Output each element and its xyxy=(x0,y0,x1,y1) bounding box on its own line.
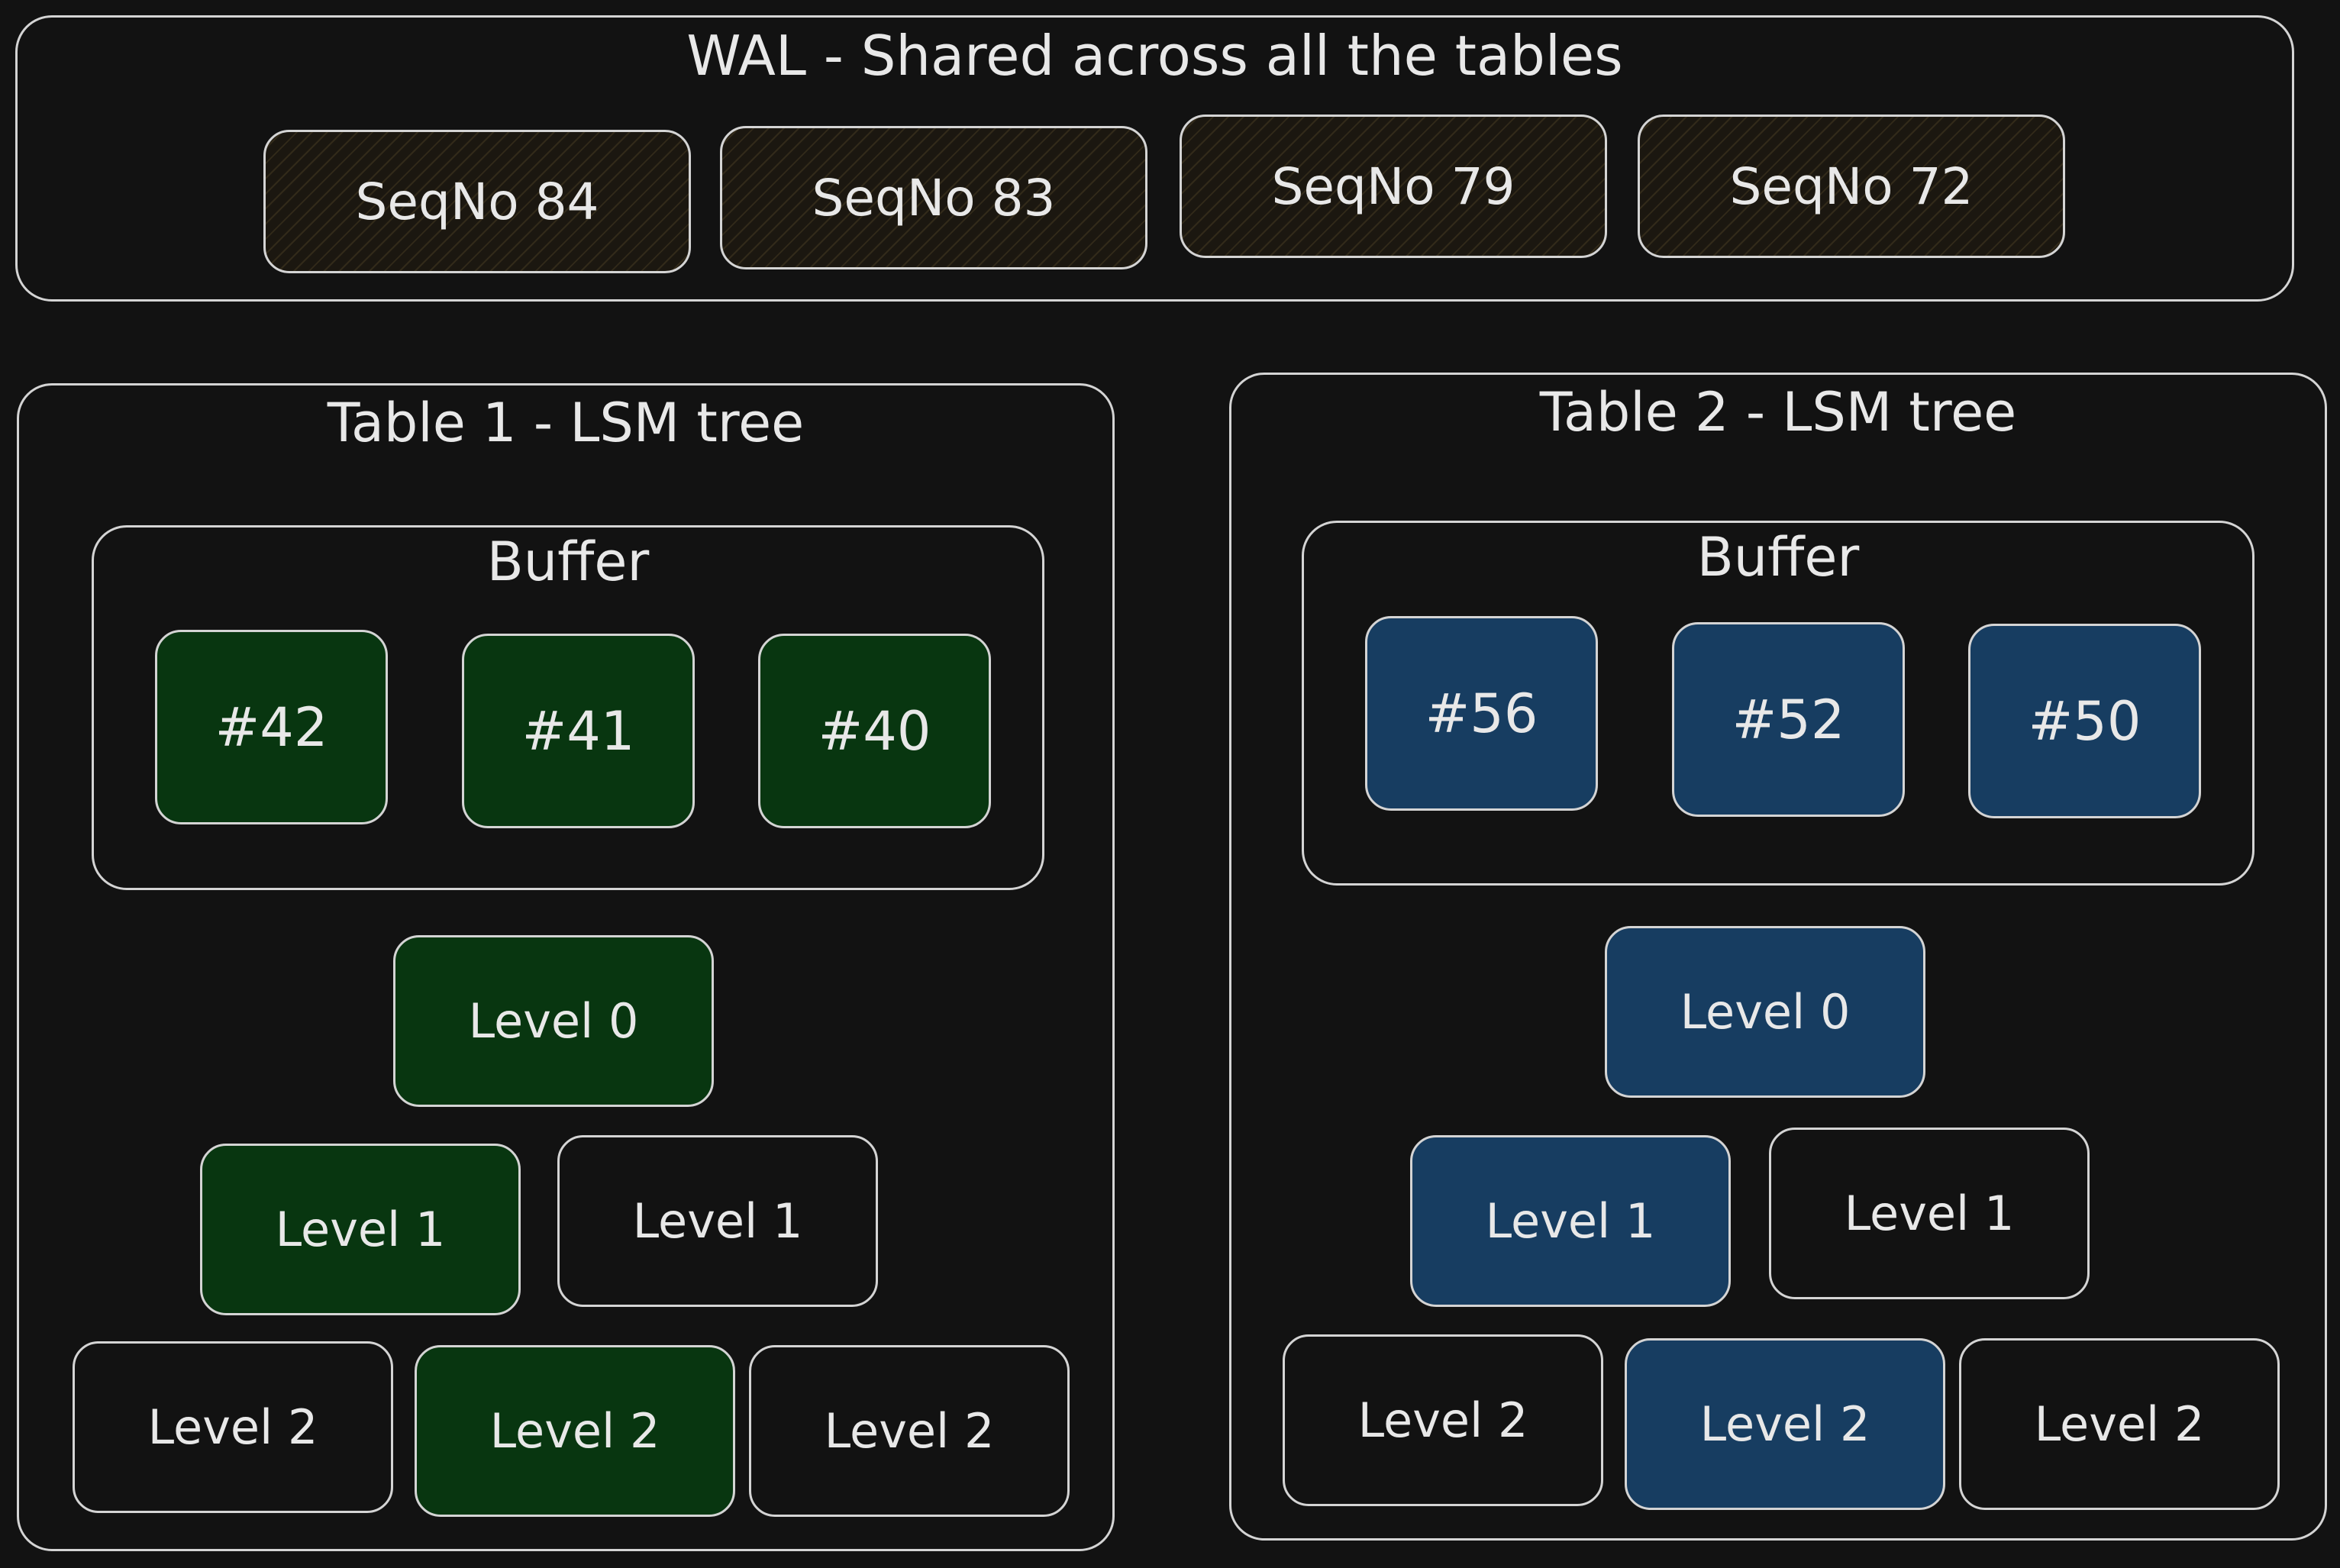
table2-buffer-item-56[interactable]: #56 xyxy=(1365,616,1598,811)
table1-buffer-item-41[interactable]: #41 xyxy=(462,634,695,828)
table1-frame: Table 1 - LSM tree xyxy=(17,383,1115,1551)
table2-buffer-item-50[interactable]: #50 xyxy=(1968,624,2201,818)
table1-level0[interactable]: Level 0 xyxy=(393,935,714,1107)
wal-entry-seqno-83[interactable]: SeqNo 83 xyxy=(720,126,1147,269)
table2-buffer-frame: Buffer xyxy=(1302,521,2254,886)
table1-buffer-item-42[interactable]: #42 xyxy=(155,630,388,824)
table2-buffer-item-52[interactable]: #52 xyxy=(1672,622,1905,817)
wal-frame: WAL - Shared across all the tables xyxy=(15,15,2294,302)
table2-level2-a[interactable]: Level 2 xyxy=(1283,1334,1603,1506)
table1-title: Table 1 - LSM tree xyxy=(327,392,805,454)
table2-level1-a[interactable]: Level 1 xyxy=(1410,1135,1731,1307)
table2-level1-b[interactable]: Level 1 xyxy=(1769,1128,2090,1299)
table2-level0[interactable]: Level 0 xyxy=(1605,926,1925,1098)
wal-entry-seqno-84[interactable]: SeqNo 84 xyxy=(263,130,691,273)
table2-frame: Table 2 - LSM tree xyxy=(1229,373,2327,1541)
table1-buffer-frame: Buffer xyxy=(92,525,1044,890)
table1-level2-b[interactable]: Level 2 xyxy=(415,1345,735,1517)
table2-level2-c[interactable]: Level 2 xyxy=(1959,1338,2280,1510)
table1-level1-a[interactable]: Level 1 xyxy=(200,1144,521,1315)
table1-level1-b[interactable]: Level 1 xyxy=(557,1135,878,1307)
table1-buffer-title: Buffer xyxy=(486,531,650,593)
wal-title: WAL - Shared across all the tables xyxy=(686,24,1623,88)
table1-level2-a[interactable]: Level 2 xyxy=(73,1341,393,1513)
table2-level2-b[interactable]: Level 2 xyxy=(1625,1338,1945,1510)
wal-entry-seqno-79[interactable]: SeqNo 79 xyxy=(1180,115,1607,258)
table1-buffer-item-40[interactable]: #40 xyxy=(758,634,991,828)
table1-level2-c[interactable]: Level 2 xyxy=(749,1345,1070,1517)
table2-buffer-title: Buffer xyxy=(1696,526,1860,589)
wal-entry-seqno-72[interactable]: SeqNo 72 xyxy=(1638,115,2065,258)
table2-title: Table 2 - LSM tree xyxy=(1539,381,2017,444)
